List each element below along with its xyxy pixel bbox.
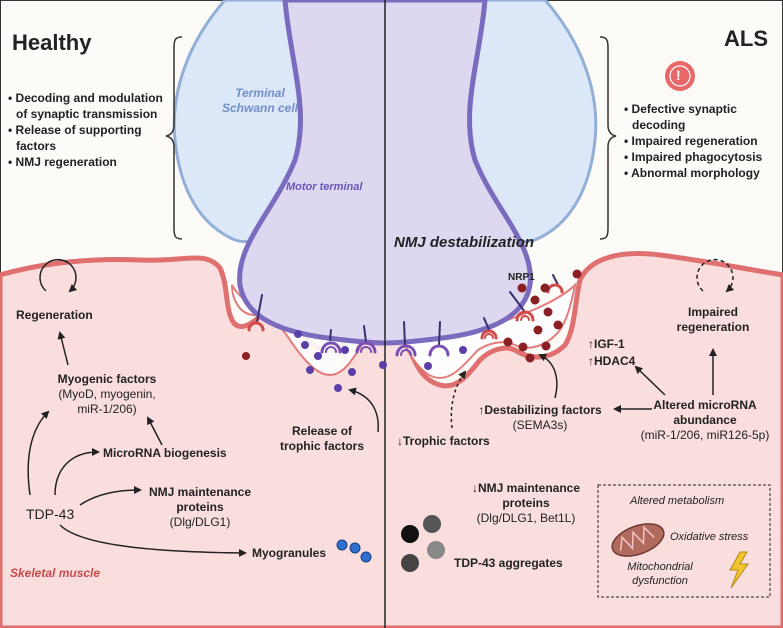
als-function-item: • Defective synaptic [624,102,737,116]
destabilizing-detail: (SEMA3s) [512,418,568,432]
nmj-maintenance-line: NMJ maintenance [148,485,252,499]
als-title: ALS [724,26,768,51]
impaired-regeneration-line: regeneration [676,320,750,334]
altered-microrna-label: Altered microRNA abundance (miR-1/206, m… [630,398,780,443]
als-functions-list: • Defective synaptic decoding • Impaired… [624,101,762,181]
nrp1-label: NRP1 [508,272,535,283]
nmj-maintenance-line: proteins [176,500,224,514]
schwann-cell-label-line: Schwann cell [221,101,299,115]
altered-mirna-detail: (miR-1/206, miR126-5p) [640,428,770,442]
trophic-factors-down-label: ↓Trophic factors [397,434,490,448]
regeneration-cycle-arrow [39,258,78,293]
arrow-tdp43-to-nmj-proteins [79,486,142,506]
als-function-item: • Impaired regeneration [624,134,758,148]
igf1-label: ↑IGF-1 [588,337,625,351]
oxidative-stress-label: Oxidative stress [670,531,749,543]
warning-icon-ring [669,65,691,87]
lightning-icon [729,551,749,589]
myogenic-title: Myogenic factors [57,372,157,386]
myogranules-icon [336,539,372,563]
release-trophic-label: Release of trophic factors [272,424,372,454]
hdac4-label: ↑HDAC4 [588,354,636,368]
mitochondria-icon [611,523,665,557]
healthy-functions-list: • Decoding and modulation of synaptic tr… [8,90,163,170]
metabolism-box [597,484,771,598]
altered-metabolism-label: Altered metabolism [630,495,725,507]
arrow-tdp43-to-myogranules [59,524,247,557]
altered-mirna-line: Altered microRNA [653,398,757,412]
trophic-factor-dots [294,330,467,392]
arrow-tdp43-to-myogenic [27,410,50,496]
nmj-maintenance-down-line: ↓NMJ maintenance [471,481,581,495]
schwann-cell-label-line: Terminal [235,86,285,100]
healthy-function-item: factors [16,139,57,153]
destabilizing-line: ↑Destabilizing factors [478,403,602,417]
nmj-destabilization-label: NMJ destabilization [394,234,535,251]
mito-dysfunction-line: dysfunction [632,575,688,587]
healthy-function-item: • Decoding and modulation [8,91,163,105]
release-trophic-line: Release of [291,424,353,438]
arrow-tdp43-to-microrna [54,448,100,496]
impaired-regeneration-label: Impaired regeneration [668,305,758,335]
arrow-myogenic-to-regeneration [57,331,69,366]
mitochondrial-dysfunction-label: Mitochondrial dysfunction [610,560,710,588]
impaired-regeneration-line: Impaired [687,305,738,319]
nmj-maintenance-down-detail: (Dlg/DLG1, Bet1L) [476,511,576,525]
nmj-maintenance-down-label: ↓NMJ maintenance proteins (Dlg/DLG1, Bet… [456,481,596,526]
mito-dysfunction-line: Mitochondrial [627,561,693,573]
healthy-function-item: • Release of supporting [8,123,142,137]
als-function-item: • Impaired phagocytosis [624,150,763,164]
regeneration-label: Regeneration [16,308,93,322]
warning-icon [665,61,695,91]
arrow-mirna-to-igf1 [634,365,666,396]
healthy-function-item: of synaptic transmission [16,107,158,121]
arrow-trophic-release [348,387,379,433]
healthy-title: Healthy [12,30,92,55]
skeletal-muscle-label: Skeletal muscle [10,566,101,580]
nmj-maintenance-label: NMJ maintenance proteins (Dlg/DLG1) [140,485,260,530]
warning-symbol: ! [676,67,681,83]
healthy-function-item: • NMJ regeneration [8,155,117,169]
als-function-item: • Abnormal morphology [624,166,760,180]
schwann-cell-label: Terminal Schwann cell [210,86,310,116]
als-function-item: decoding [632,118,686,132]
arrow-microrna-to-myogenic [147,416,163,446]
impaired-regeneration-cycle-arrow [696,258,735,293]
als-receptors [395,274,564,357]
healthy-bracket [165,36,183,240]
als-bracket [599,36,617,240]
myogenic-detail-line: miR-1/206) [77,402,137,416]
tdp43-label: TDP-43 [26,506,75,522]
destabilizing-factor-dots [242,269,582,363]
myogenic-factors-label: Myogenic factors (MyoD, myogenin, miR-1/… [42,372,172,417]
nmj-maintenance-down-line: proteins [502,496,550,510]
tdp43-aggregates-label: TDP-43 aggregates [454,556,563,570]
tdp43-aggregates-icon [401,515,445,572]
myogranules-label: Myogranules [252,546,327,560]
arrow-destabilizing-release [538,353,558,399]
altered-mirna-line: abundance [673,413,737,427]
motor-terminal-label: Motor terminal [286,181,363,193]
destabilizing-factors-label: ↑Destabilizing factors (SEMA3s) [470,403,610,433]
nmj-maintenance-detail: (Dlg/DLG1) [169,515,231,529]
healthy-receptors [247,294,377,354]
myogenic-detail-line: (MyoD, myogenin, [58,387,156,401]
release-trophic-line: trophic factors [279,439,364,453]
microrna-biogenesis-label: MicroRNA biogenesis [103,446,227,460]
